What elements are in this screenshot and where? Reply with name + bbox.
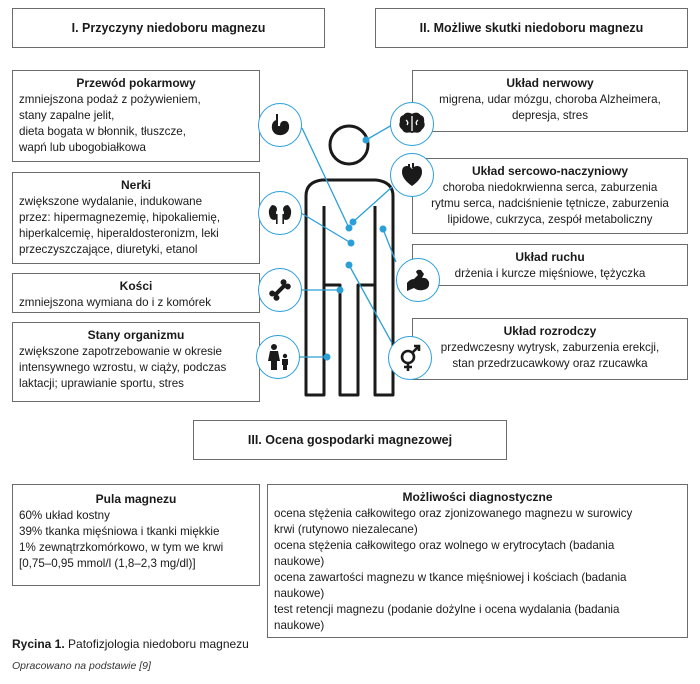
figure-head [328, 124, 370, 166]
connector-lines [296, 124, 397, 358]
effect-line: choroba niedokrwienna serca, zaburzenia [442, 181, 658, 194]
effect-title: Układ ruchu [515, 250, 585, 264]
effect-title: Układ nerwowy [506, 76, 594, 90]
pool-line: 1% zewnątrzkomórkowo, w tym we krwi [19, 541, 224, 554]
effect-card-reproductive: Układ rozrodczy przedwczesny wytrysk, za… [412, 318, 688, 380]
figure-caption: Rycina 1. Patofizjologia niedoboru magne… [12, 637, 249, 651]
caption-label: Rycina 1. [12, 637, 65, 651]
cause-card-kidneys: Nerki zwiększone wydalanie, indukowane p… [12, 172, 260, 264]
cause-line: intensywnego wzrostu, w ciąży, podczas [19, 361, 227, 374]
pool-line: [0,75–0,95 mmol/l (1,8–2,3 mg/dl)] [19, 557, 196, 570]
effect-line: przedwczesny wytrysk, zaburzenia erekcji… [440, 341, 660, 354]
cause-line: zmniejszona wymiana do i z komórek [19, 296, 212, 309]
connector-dots [323, 136, 387, 361]
human-figure [304, 124, 395, 397]
causes-header-text: I. Przyczyny niedoboru magnezu [71, 21, 266, 35]
effect-card-cardiovascular: Układ sercowo-naczyniowy choroba niedokr… [412, 158, 688, 234]
kidneys-icon [258, 191, 302, 235]
cause-card-bones: Kości zmniejszona wymiana do i z komórek [12, 273, 260, 313]
cause-line: hiperkalcemię, hiperaldosteronizm, leki [19, 227, 219, 240]
cause-line: wapń lub ubogobiałkowa [19, 141, 146, 154]
diagnostics-line: ocena zawartości magnezu w tkance mięśni… [274, 571, 627, 584]
effect-line: drżenia i kurcze mięśniowe, tężyczka [454, 267, 646, 280]
diagnostics-line: test retencji magnezu (podanie dożylne i… [274, 603, 620, 616]
source-note: Opracowano na podstawie [9] [12, 660, 151, 672]
cause-line: zwiększone wydalanie, indukowane [19, 195, 203, 208]
caption-text: Patofizjologia niedoboru magnezu [68, 637, 249, 651]
diagnostics-line: krwi (rutynowo niezalecane) [274, 523, 418, 536]
effect-card-musculoskeletal: Układ ruchu drżenia i kurcze mięśniowe, … [412, 244, 688, 286]
cause-title: Stany organizmu [87, 328, 185, 342]
cause-title: Nerki [120, 178, 152, 192]
brain-icon [390, 102, 434, 146]
diagnostics-line: naukowe) [274, 587, 325, 600]
effect-line: migrena, udar mózgu, choroba Alzheimera, [439, 93, 661, 106]
assessment-header-text: III. Ocena gospodarki magnezowej [247, 433, 453, 447]
pool-line: 60% układ kostny [19, 509, 110, 522]
diagnostics-line: naukowe) [274, 619, 325, 632]
diagnostics-title: Możliwości diagnostyczne [402, 490, 553, 504]
cause-title: Kości [119, 279, 153, 293]
cause-card-digestive: Przewód pokarmowy zmniejszona podaż z po… [12, 70, 260, 162]
effect-line: rytmu serca, nadciśnienie tętnicze, zabu… [431, 197, 669, 210]
effect-title: Układ rozrodczy [503, 324, 597, 338]
pool-line: 39% tkanka mięśniowa i tkanki miękkie [19, 525, 220, 538]
cause-card-body-states: Stany organizmu zwiększone zapotrzebowan… [12, 322, 260, 402]
diagnostics-line: ocena stężenia całkowitego oraz zjonizow… [274, 507, 633, 520]
effect-line: depresja, stres [511, 109, 589, 122]
effect-line: stan przedrzucawkowy oraz rzucawka [452, 357, 648, 370]
mother-child-icon [256, 335, 300, 379]
cause-line: dieta bogata w błonnik, tłuszcze, [19, 125, 186, 138]
cause-line: przez: hipermagnezemię, hipokaliemię, [19, 211, 221, 224]
effects-header: II. Możliwe skutki niedoboru magnezu [375, 8, 688, 48]
cause-line: zwiększone zapotrzebowanie w okresie [19, 345, 222, 358]
cause-line: zmniejszona podaż z pożywieniem, [19, 93, 201, 106]
cause-line: stany zapalne jelit, [19, 109, 115, 122]
muscle-arm-icon [396, 258, 440, 302]
causes-header: I. Przyczyny niedoboru magnezu [12, 8, 325, 48]
cause-line: laktacji; uprawianie sportu, stres [19, 377, 184, 390]
effect-line: lipidowe, cukrzyca, zespół metaboliczny [447, 213, 653, 226]
effect-card-nervous: Układ nerwowy migrena, udar mózgu, choro… [412, 70, 688, 132]
cause-line: przeczyszczające, diuretyki, etanol [19, 243, 198, 256]
heart-icon [390, 153, 434, 197]
diagnostics-line: ocena stężenia całkowitego oraz wolnego … [274, 539, 615, 552]
diagnostics-card: Możliwości diagnostyczne ocena stężenia … [267, 484, 688, 638]
assessment-header: III. Ocena gospodarki magnezowej [193, 420, 507, 460]
bone-icon [258, 268, 302, 312]
effect-title: Układ sercowo-naczyniowy [471, 164, 629, 178]
pool-title: Pula magnezu [95, 492, 177, 506]
figure-body [304, 178, 395, 397]
cause-title: Przewód pokarmowy [76, 76, 196, 90]
diagnostics-line: naukowe) [274, 555, 325, 568]
stomach-icon [258, 103, 302, 147]
effects-header-text: II. Możliwe skutki niedoboru magnezu [419, 21, 644, 35]
gender-symbol-icon [388, 336, 432, 380]
magnesium-pool-card: Pula magnezu 60% układ kostny 39% tkanka… [12, 484, 260, 586]
